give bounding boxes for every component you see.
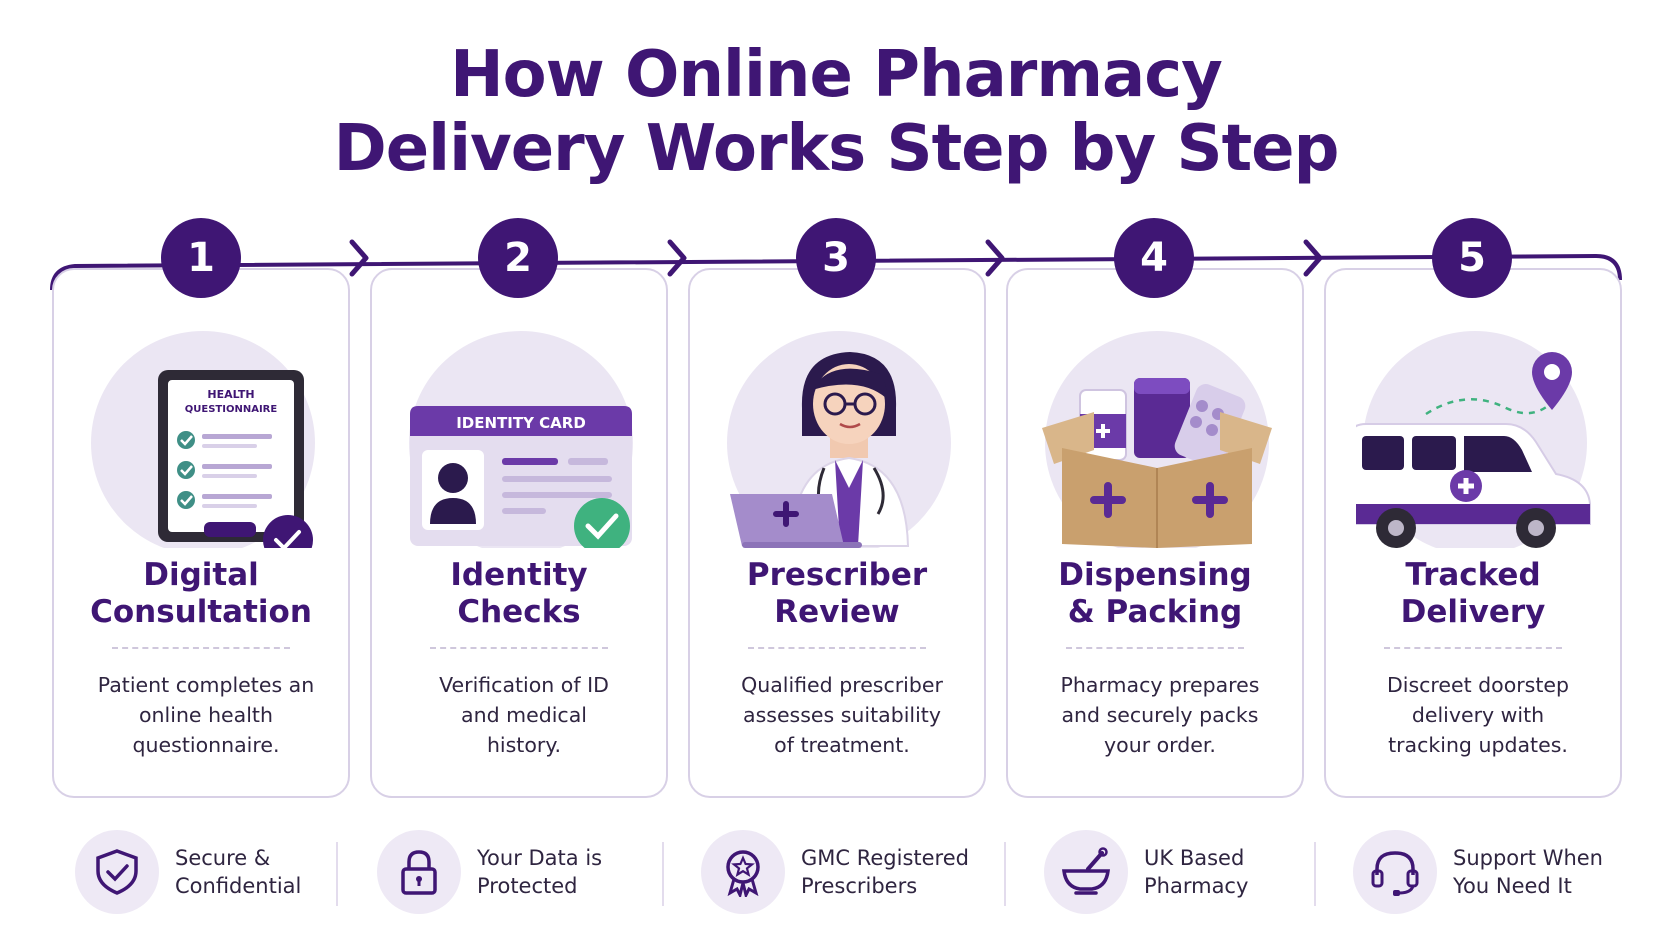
step-title: Dispensing & Packing bbox=[1058, 557, 1252, 630]
step-card-5: Tracked Delivery Discreet doorstep deliv… bbox=[1324, 268, 1622, 798]
award-star-icon bbox=[701, 830, 785, 914]
step-number-1: 1 bbox=[161, 218, 241, 298]
step-card-3: Prescriber Review Qualified prescriber a… bbox=[688, 268, 986, 798]
id-card-icon: IDENTITY CARD bbox=[409, 331, 633, 548]
arrow-chevron-icon bbox=[667, 239, 687, 277]
doctor-laptop-icon bbox=[727, 331, 951, 548]
questionnaire-label-2: QUESTIONNAIRE bbox=[185, 404, 278, 415]
step-number-4: 4 bbox=[1114, 218, 1194, 298]
arrow-chevron-icon bbox=[349, 239, 369, 277]
step-card-4: Dispensing & Packing Pharmacy prepares a… bbox=[1006, 268, 1304, 798]
padlock-icon bbox=[377, 830, 461, 914]
id-card-label: IDENTITY CARD bbox=[456, 414, 586, 432]
step-title: Identity Checks bbox=[450, 557, 588, 630]
step-description: Pharmacy prepares and securely packs you… bbox=[1060, 673, 1260, 757]
badge-secure: Secure & Confidential bbox=[75, 830, 345, 914]
medicine-box-icon bbox=[1042, 331, 1272, 548]
step-card-2: IDENTITY CARD Identity Checks Verificati… bbox=[370, 268, 668, 798]
step-number-2: 2 bbox=[478, 218, 558, 298]
arrow-chevron-icon bbox=[1303, 239, 1323, 277]
step-description: Qualified prescriber assesses suitabilit… bbox=[741, 673, 943, 757]
headset-icon bbox=[1353, 830, 1437, 914]
page-title: How Online Pharmacy Delivery Works Step … bbox=[0, 38, 1672, 186]
title-line-2: Delivery Works Step by Step bbox=[333, 112, 1340, 186]
badge-data-protected: Your Data is Protected bbox=[377, 830, 647, 914]
divider bbox=[748, 647, 926, 649]
divider bbox=[1066, 647, 1244, 649]
divider bbox=[430, 647, 608, 649]
step-number-5: 5 bbox=[1432, 218, 1512, 298]
badge-gmc: GMC Registered Prescribers bbox=[701, 830, 971, 914]
badge-uk-pharmacy: UK Based Pharmacy bbox=[1044, 830, 1314, 914]
tablet-checklist-icon: HEALTH QUESTIONNAIRE bbox=[91, 331, 315, 548]
step-description: Verification of ID and medical history. bbox=[439, 673, 609, 757]
step-description: Discreet doorstep delivery with tracking… bbox=[1386, 673, 1570, 757]
step-title: Digital Consultation bbox=[90, 557, 312, 630]
step-card-1: HEALTH QUESTIONNAIRE Digital Consultatio… bbox=[52, 268, 350, 798]
divider bbox=[1384, 647, 1562, 649]
arrow-chevron-icon bbox=[985, 239, 1005, 277]
delivery-van-icon bbox=[1356, 331, 1591, 548]
badge-divider bbox=[1314, 842, 1316, 906]
badge-divider bbox=[336, 842, 338, 906]
divider bbox=[112, 647, 290, 649]
step-number-3: 3 bbox=[796, 218, 876, 298]
badge-divider bbox=[1004, 842, 1006, 906]
shield-check-icon bbox=[75, 830, 159, 914]
step-description: Patient completes an online health quest… bbox=[97, 673, 315, 757]
badge-support: Support When You Need It bbox=[1353, 830, 1623, 914]
step-title: Prescriber Review bbox=[746, 557, 928, 630]
questionnaire-label-1: HEALTH bbox=[207, 388, 254, 401]
step-title: Tracked Delivery bbox=[1400, 557, 1546, 630]
title-line-1: How Online Pharmacy bbox=[450, 38, 1223, 112]
mortar-pestle-icon bbox=[1044, 830, 1128, 914]
badge-divider bbox=[662, 842, 664, 906]
